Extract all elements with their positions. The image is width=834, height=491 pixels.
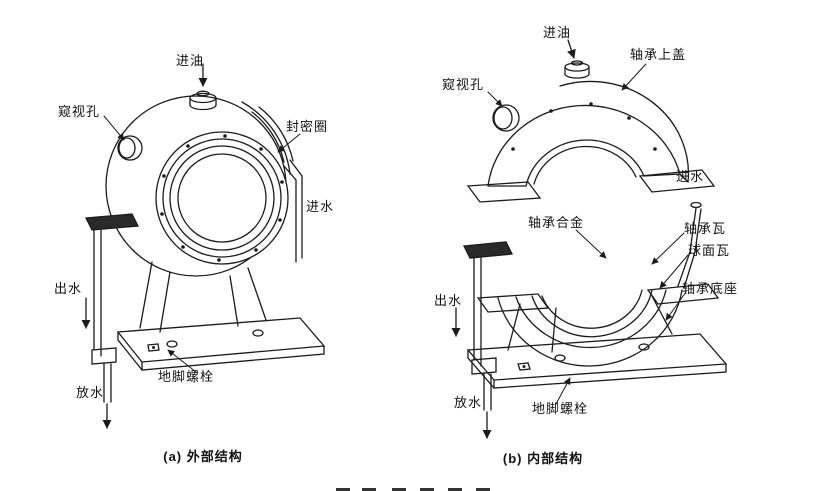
label-a-sight-hole: 窥视孔 xyxy=(58,104,101,119)
bearing-cap-shell xyxy=(466,60,716,203)
cropped-text-remnant xyxy=(336,488,490,491)
oil-cap-a xyxy=(189,90,217,111)
oil-inlet-arrow-b xyxy=(567,39,576,59)
water-pipes-a xyxy=(84,213,140,429)
base-a xyxy=(116,261,326,371)
water-inlet-pipe-b xyxy=(677,201,702,289)
housing-body xyxy=(105,95,291,277)
label-b-bearing-alloy: 轴承合金 xyxy=(528,215,585,230)
bearing-base-shell xyxy=(466,283,728,389)
label-b-bearing-cap: 轴承上盖 xyxy=(630,47,687,62)
water-inlet-pipe-a xyxy=(283,159,303,263)
seal-ring-a xyxy=(251,106,294,163)
leaders-a xyxy=(103,115,301,373)
internal-structure-drawing xyxy=(451,39,728,439)
flange-bolts xyxy=(160,134,284,262)
label-b-water-inlet: 进水 xyxy=(676,169,705,184)
label-b-oil-inlet: 进油 xyxy=(543,25,572,40)
label-a-anchor-bolt: 地脚螺栓 xyxy=(158,369,215,384)
leaders-b xyxy=(487,63,689,405)
label-b-bearing-bush: 轴承瓦 xyxy=(684,221,727,236)
sight-hole-a xyxy=(117,135,143,161)
label-a-oil-inlet: 进油 xyxy=(176,53,205,68)
external-structure-drawing xyxy=(81,63,326,429)
caption-a: (a) 外部结构 xyxy=(163,449,243,464)
label-a-seal-ring: 封密圈 xyxy=(286,119,329,134)
label-b-sight-hole: 窥视孔 xyxy=(442,77,485,92)
label-b-spherical-bush: 球面瓦 xyxy=(688,243,731,258)
label-b-drain: 放水 xyxy=(454,395,483,410)
caption-b: (b) 内部结构 xyxy=(502,451,584,466)
cap-bolts xyxy=(511,102,657,151)
label-b-bearing-base: 轴承底座 xyxy=(682,281,739,296)
water-pipes-b xyxy=(462,241,514,439)
label-b-water-outlet: 出水 xyxy=(434,293,463,308)
label-a-water-inlet: 进水 xyxy=(306,199,335,214)
label-a-drain: 放水 xyxy=(76,385,105,400)
label-b-anchor-bolt: 地脚螺栓 xyxy=(532,401,589,416)
label-a-water-outlet: 出水 xyxy=(54,281,83,296)
